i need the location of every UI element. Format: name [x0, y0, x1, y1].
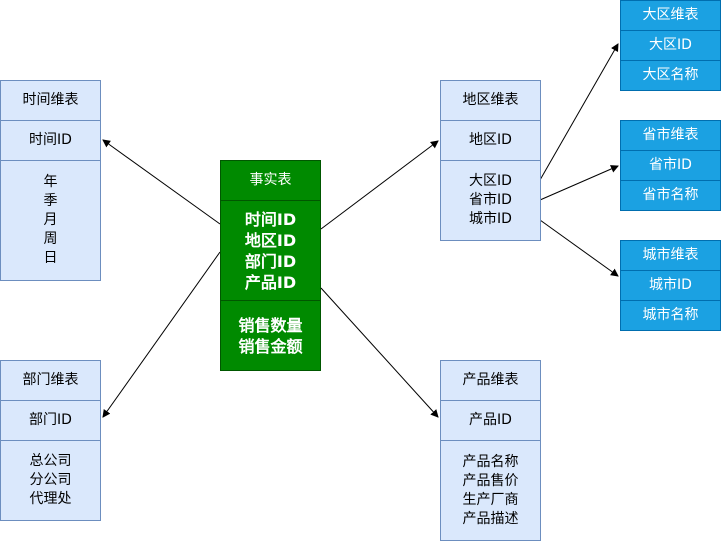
table-key: 时间ID: [1, 121, 100, 161]
key-line: 地区ID: [244, 230, 297, 250]
arrow-fact-to-dept-dim: [102, 251, 221, 418]
table-key: 产品ID: [441, 401, 540, 441]
table-attributes: 总公司 分公司 代理处: [1, 441, 100, 520]
measure-line: 销售金额: [238, 336, 303, 356]
table-measures: 销售数量 销售金额: [221, 301, 320, 370]
attr-line: 季: [43, 193, 58, 209]
table-title: 省市维表: [621, 121, 720, 151]
table-title: 地区维表: [441, 81, 540, 121]
attr-line: 年: [43, 174, 58, 190]
product-dimension-table: 产品维表 产品ID 产品名称 产品售价 生产厂商 产品描述: [440, 360, 541, 541]
table-title: 产品维表: [441, 361, 540, 401]
attr-line: 大区ID: [469, 173, 512, 189]
attr-line: 日: [43, 250, 58, 266]
region-dimension-table: 地区维表 地区ID 大区ID 省市ID 城市ID: [440, 80, 541, 241]
table-name-field: 省市名称: [642, 187, 699, 203]
measure-line: 销售数量: [238, 315, 303, 335]
table-title: 时间维表: [1, 81, 100, 121]
attr-line: 总公司: [29, 453, 72, 469]
department-dimension-table: 部门维表 部门ID 总公司 分公司 代理处: [0, 360, 101, 521]
attr-line: 月: [43, 212, 58, 228]
arrow-region-to-province-dim: [539, 165, 619, 201]
fact-table: 事实表 时间ID 地区ID 部门ID 产品ID 销售数量 销售金额: [220, 160, 321, 371]
table-key: 部门ID: [1, 401, 100, 441]
table-attributes: 大区ID 省市ID 城市ID: [441, 161, 540, 240]
time-dimension-table: 时间维表 时间ID 年 季 月 周 日: [0, 80, 101, 281]
table-name-field: 大区名称: [642, 67, 699, 83]
table-key: 城市ID: [621, 271, 720, 301]
arrow-fact-to-region-dim: [320, 140, 439, 230]
table-attributes: 年 季 月 周 日: [1, 161, 100, 280]
table-title: 事实表: [221, 161, 320, 201]
key-line: 产品ID: [244, 272, 297, 292]
attr-line: 城市ID: [469, 211, 512, 227]
arrow-region-to-area-dim: [539, 43, 619, 181]
attr-line: 产品售价: [462, 472, 519, 489]
arrow-fact-to-time-dim: [102, 139, 221, 225]
table-name-field: 城市名称: [642, 307, 699, 323]
key-line: 部门ID: [244, 251, 297, 271]
attr-line: 产品名称: [462, 453, 519, 470]
table-key: 大区ID: [621, 31, 720, 61]
table-title: 城市维表: [621, 241, 720, 271]
attr-line: 代理处: [29, 491, 72, 507]
province-dimension-table: 省市维表 省市ID 省市名称: [620, 120, 721, 211]
table-title: 大区维表: [621, 1, 720, 31]
table-key: 省市ID: [621, 151, 720, 181]
attr-line: 周: [43, 231, 58, 247]
table-attributes: 产品名称 产品售价 生产厂商 产品描述: [441, 441, 540, 540]
attr-line: 分公司: [29, 472, 72, 488]
table-key: 地区ID: [441, 121, 540, 161]
arrow-region-to-city-dim: [539, 219, 619, 277]
arrow-fact-to-product-dim: [320, 287, 439, 418]
table-keys: 时间ID 地区ID 部门ID 产品ID: [221, 201, 320, 301]
attr-line: 产品描述: [462, 510, 519, 527]
key-line: 时间ID: [244, 209, 297, 229]
table-title: 部门维表: [1, 361, 100, 401]
city-dimension-table: 城市维表 城市ID 城市名称: [620, 240, 721, 331]
attr-line: 生产厂商: [462, 491, 519, 508]
attr-line: 省市ID: [469, 192, 512, 208]
area-dimension-table: 大区维表 大区ID 大区名称: [620, 0, 721, 91]
